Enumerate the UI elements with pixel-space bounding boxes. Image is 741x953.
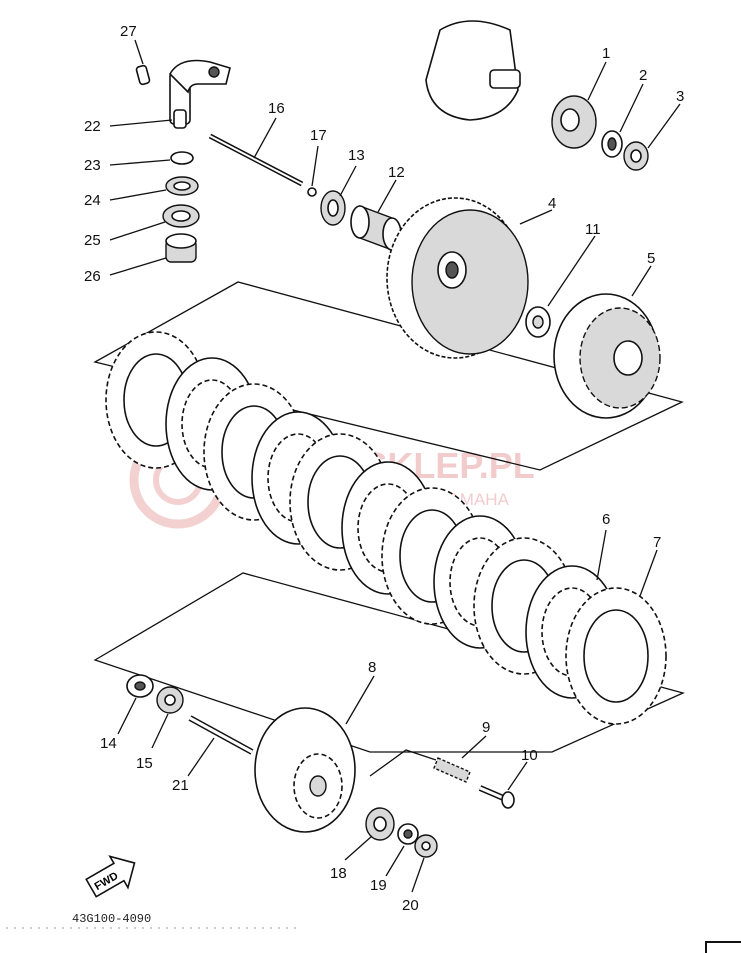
callout-9: 9 <box>482 719 490 736</box>
part-10-bolt <box>478 785 515 809</box>
part-19-washer <box>397 823 419 845</box>
part-1-primary-drive-gear <box>551 95 597 149</box>
callout-10: 10 <box>521 747 538 764</box>
part-2-lock-washer <box>601 130 623 158</box>
callout-6: 6 <box>602 511 610 528</box>
part-5-clutch-boss <box>553 293 661 419</box>
callout-11: 11 <box>585 221 601 238</box>
callout-27: 27 <box>120 23 137 40</box>
part-24-oil-seal <box>165 176 199 196</box>
part-21-push-rod-2 <box>188 715 254 755</box>
corner-mark <box>705 941 741 953</box>
callout-12: 12 <box>388 164 405 181</box>
callout-15: 15 <box>136 755 153 772</box>
leader-lines <box>109 39 681 893</box>
callout-3: 3 <box>676 88 684 105</box>
part-3-nut <box>623 141 649 171</box>
callout-14: 14 <box>100 735 117 752</box>
part-8-pressure-plate <box>254 707 356 833</box>
part-27-pin <box>135 64 151 86</box>
clutch-plate-stack <box>105 331 667 725</box>
part-18-bearing <box>365 807 395 841</box>
part-15-nut <box>156 686 184 714</box>
callout-19: 19 <box>370 877 387 894</box>
callout-20: 20 <box>402 897 419 914</box>
part-14-washer <box>126 674 154 698</box>
callout-21: 21 <box>172 777 189 794</box>
callout-16: 16 <box>268 100 285 117</box>
part-26-bearing <box>165 233 197 263</box>
callout-2: 2 <box>639 67 647 84</box>
callout-22: 22 <box>84 118 101 135</box>
part-13-washer <box>320 190 346 226</box>
part-25-bearing <box>162 204 200 228</box>
primary-drive-cover <box>425 20 521 121</box>
callout-24: 24 <box>84 192 101 209</box>
fwd-arrow-icon: FWD <box>85 855 136 898</box>
callout-5: 5 <box>647 250 655 267</box>
part-17-ball <box>307 187 317 197</box>
callout-26: 26 <box>84 268 101 285</box>
part-20-nut <box>414 834 438 858</box>
callout-7: 7 <box>653 534 661 551</box>
callout-4: 4 <box>548 195 556 212</box>
callouts: 27 22 23 24 25 26 16 17 13 12 1 2 3 4 11… <box>84 23 684 914</box>
plate-stack-frame-top <box>93 281 684 471</box>
part-11-thrust-washer <box>525 306 551 338</box>
part-22-push-lever-shaft <box>169 59 231 129</box>
callout-23: 23 <box>84 157 101 174</box>
callout-8: 8 <box>368 659 376 676</box>
drawing-code: 43G100-4090 <box>72 912 151 926</box>
part-23-circlip <box>170 151 194 165</box>
part-4-clutch-housing <box>386 197 529 359</box>
part-9-clutch-spring <box>433 757 471 783</box>
callout-17: 17 <box>310 127 327 144</box>
callout-25: 25 <box>84 232 101 249</box>
callout-13: 13 <box>348 147 365 164</box>
callout-1: 1 <box>602 45 610 62</box>
callout-18: 18 <box>330 865 347 882</box>
